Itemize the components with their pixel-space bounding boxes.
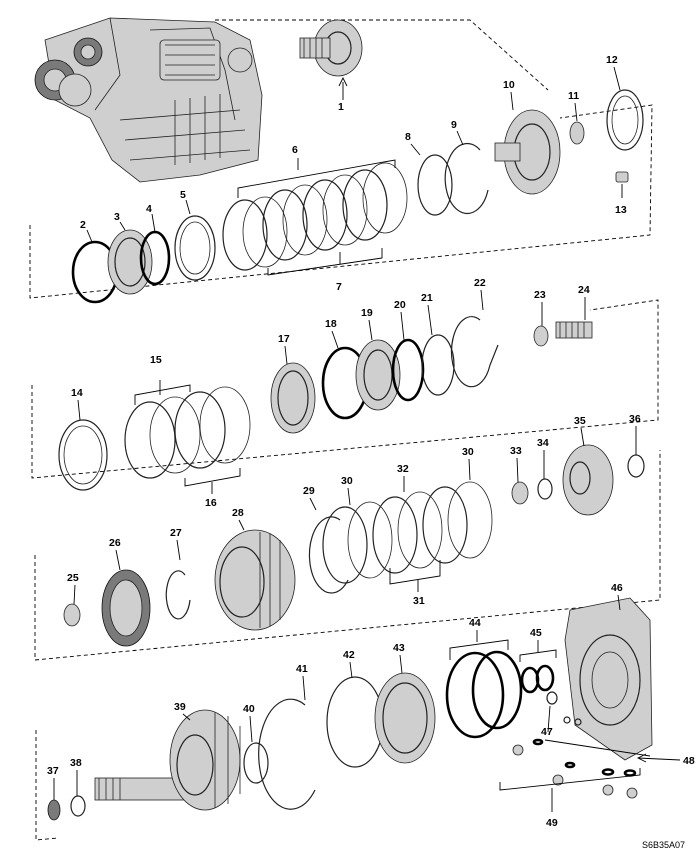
part-label-2: 2 xyxy=(80,219,86,231)
part-label-30b: 30 xyxy=(462,446,474,458)
part-label-30a: 30 xyxy=(341,475,353,487)
part-label-28: 28 xyxy=(232,507,244,519)
part-label-27: 27 xyxy=(170,527,182,539)
part-1-drum xyxy=(299,19,363,100)
part-label-49: 49 xyxy=(546,817,558,829)
part-label-37: 37 xyxy=(47,765,59,777)
part-label-15: 15 xyxy=(150,354,162,366)
part-label-20: 20 xyxy=(394,299,406,311)
part-label-3: 3 xyxy=(114,211,120,223)
part-label-9: 9 xyxy=(451,119,457,131)
part-label-10: 10 xyxy=(503,79,515,91)
part-label-18: 18 xyxy=(325,318,337,330)
row-1-parts xyxy=(71,89,644,304)
part-label-8: 8 xyxy=(405,131,411,143)
part-label-41: 41 xyxy=(296,663,308,675)
part-label-17: 17 xyxy=(278,333,290,345)
row-4-parts xyxy=(47,597,681,821)
part-label-5: 5 xyxy=(180,189,186,201)
part-label-22: 22 xyxy=(474,277,486,289)
part-label-11: 11 xyxy=(568,90,579,102)
part-label-21: 21 xyxy=(421,292,433,304)
part-label-40: 40 xyxy=(243,703,255,715)
part-label-23: 23 xyxy=(534,289,546,301)
row-3-parts xyxy=(63,444,645,647)
row-2-parts xyxy=(58,316,593,494)
part-label-29: 29 xyxy=(303,485,315,497)
part-label-48: 48 xyxy=(683,755,695,767)
part-label-19: 19 xyxy=(361,307,373,319)
leader-lines xyxy=(53,66,637,800)
part-label-45: 45 xyxy=(530,627,542,639)
part-label-24: 24 xyxy=(578,284,590,296)
part-label-1: 1 xyxy=(338,101,344,113)
part-label-43: 43 xyxy=(393,642,405,654)
part-label-32: 32 xyxy=(397,463,409,475)
part-label-31: 31 xyxy=(413,595,425,607)
part-label-4: 4 xyxy=(146,203,152,215)
part-label-25: 25 xyxy=(67,572,79,584)
part-label-47: 47 xyxy=(541,726,553,738)
dashed-boundaries xyxy=(29,19,661,841)
part-label-35: 35 xyxy=(574,415,586,427)
part-label-36: 36 xyxy=(629,413,641,425)
part-label-26: 26 xyxy=(109,537,121,549)
part-label-39: 39 xyxy=(174,701,186,713)
part-label-46: 46 xyxy=(611,582,623,594)
part-label-33: 33 xyxy=(510,445,522,457)
part-label-42: 42 xyxy=(343,649,355,661)
part-label-16: 16 xyxy=(205,497,217,509)
part-label-12: 12 xyxy=(606,54,618,66)
part-label-38: 38 xyxy=(70,757,82,769)
figure-code: S6B35A07 xyxy=(642,840,685,850)
part-label-6: 6 xyxy=(292,144,298,156)
part-label-7: 7 xyxy=(336,281,342,293)
part-label-13: 13 xyxy=(615,204,627,216)
part-labels: 1 2 3 4 5 6 7 8 9 10 11 12 13 14 15 16 1… xyxy=(47,54,695,850)
part-label-44: 44 xyxy=(469,617,481,629)
part-label-14: 14 xyxy=(71,387,83,399)
part-label-34: 34 xyxy=(537,437,549,449)
transaxle-case xyxy=(34,17,263,183)
